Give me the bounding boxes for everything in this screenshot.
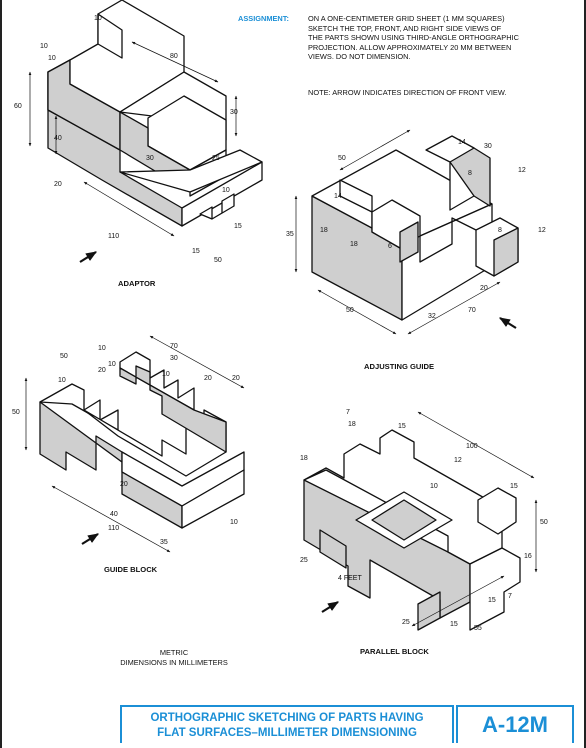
dim-label: 30 [146, 155, 154, 162]
parallel-block-right-face [469, 547, 521, 631]
dim-label: 30 [484, 143, 492, 150]
dim-label: 15 [192, 248, 200, 255]
assignment-line: SKETCH THE TOP, FRONT, AND RIGHT SIDE VI… [308, 23, 502, 33]
sheet-code-box: A-12M [456, 705, 574, 743]
dim-label: 15 [510, 483, 518, 490]
dim-label: 10 [98, 345, 106, 352]
dim-label: 40 [54, 135, 62, 142]
dim-label: 32 [428, 313, 436, 320]
dim-label: 30 [170, 355, 178, 362]
dim-label: 12 [538, 227, 546, 234]
dim-label: 50 [214, 257, 222, 264]
guide-block-caption: GUIDE BLOCK [104, 565, 158, 574]
adjusting-guide-front-arrow [499, 317, 517, 329]
dim-label: 18 [300, 455, 308, 462]
dim-label: 30 [230, 109, 238, 116]
dim-label: 70 [170, 343, 178, 350]
dim-label: 10 [162, 371, 170, 378]
dim-label: 25 [402, 619, 410, 626]
adaptor-front-arrow [79, 251, 97, 263]
dim-label: 15 [488, 597, 496, 604]
guide-block-front-arrow [81, 533, 99, 545]
guide-block-drawing [39, 351, 245, 529]
dim-label: 20 [120, 481, 128, 488]
dim-label: 50 [60, 353, 68, 360]
adjusting-guide-drawing [311, 135, 519, 321]
dim-label: 10 [58, 377, 66, 384]
title-line-2: FLAT SURFACES–MILLIMETER DIMENSIONING [157, 727, 417, 739]
front-view-arrows [79, 251, 517, 613]
assignment-body: ON A ONE-CENTIMETER GRID SHEET (1 MM SQU… [308, 14, 578, 62]
assignment-line: ON A ONE-CENTIMETER GRID SHEET (1 MM SQU… [308, 14, 505, 23]
dim-label: 18 [350, 241, 358, 248]
assignment-line: PROJECTION. ALLOW APPROXIMATELY 20 MM BE… [308, 42, 512, 52]
dimension-values: 10 10 80 10 60 40 30 30 25 20 10 15 15 5… [12, 15, 548, 632]
dim-label: 40 [110, 511, 118, 518]
dim-label: 25 [300, 557, 308, 564]
dim-label: 35 [160, 539, 168, 546]
title-block: ORTHOGRAPHIC SKETCHING OF PARTS HAVING F… [120, 705, 454, 743]
dim-label: 15 [450, 621, 458, 628]
dim-label: 10 [222, 187, 230, 194]
dim-label: 35 [286, 231, 294, 238]
dim-label: 10 [108, 361, 116, 368]
dim-label: 10 [230, 519, 238, 526]
title-line-1: ORTHOGRAPHIC SKETCHING OF PARTS HAVING [150, 712, 424, 724]
adjusting-guide-caption: ADJUSTING GUIDE [364, 362, 435, 371]
dim-label: 14 [458, 139, 466, 146]
dim-label: 50 [540, 519, 548, 526]
dim-label: 100 [466, 443, 478, 450]
dim-label: 20 [54, 181, 62, 188]
dim-label: 110 [108, 525, 119, 532]
adaptor-caption: ADAPTOR [118, 279, 156, 288]
adaptor-base-right [181, 161, 263, 227]
dim-label: 25 [212, 155, 220, 162]
dim-label: 55 [474, 625, 482, 632]
dim-label: 7 [346, 409, 350, 416]
dim-label: 18 [320, 227, 328, 234]
dim-label: 20 [98, 367, 106, 374]
dim-label: 10 [430, 483, 438, 490]
dim-label: 10 [94, 15, 102, 22]
sheet-code: A-12M [481, 712, 548, 737]
dimension-lines [24, 41, 538, 627]
dim-label: 70 [468, 307, 476, 314]
dim-label: 14 [334, 193, 342, 200]
parallel-block-front-arrow [321, 601, 339, 613]
dim-label: 8 [498, 227, 502, 234]
dim-label: 50 [338, 155, 346, 162]
adaptor-drawing [47, 0, 263, 227]
dim-label: 80 [170, 53, 178, 60]
dim-label: 20 [232, 375, 240, 382]
dim-label: 60 [14, 103, 22, 110]
units-line-2: DIMENSIONS IN MILLIMETERS [120, 657, 228, 667]
dim-label: 15 [234, 223, 242, 230]
dim-label: 10 [48, 55, 56, 62]
units-line-1: METRIC [159, 648, 189, 657]
dim-label: 10 [40, 43, 48, 50]
dim-label: 12 [518, 167, 526, 174]
dim-label: 50 [346, 307, 354, 314]
dim-label: 12 [454, 457, 462, 464]
front-view-note: NOTE: ARROW INDICATES DIRECTION OF FRONT… [308, 88, 507, 97]
dim-label: 16 [524, 553, 532, 560]
dim-label: 8 [468, 170, 472, 177]
assignment-label: ASSIGNMENT: [238, 14, 289, 23]
dim-label: 50 [12, 409, 20, 416]
assignment-line: VIEWS. DO NOT DIMENSION. [308, 52, 411, 62]
dim-label: 110 [108, 233, 119, 240]
dim-label: 20 [204, 375, 212, 382]
assignment-line: THE PARTS SHOWN USING THIRD-ANGLE ORTHOG… [308, 33, 519, 43]
dim-label: 18 [348, 421, 356, 428]
parallel-block-caption: PARALLEL BLOCK [360, 647, 429, 656]
dim-label: 4 FEET [338, 575, 362, 582]
dim-label: 7 [508, 593, 512, 600]
dim-label: 20 [480, 285, 488, 292]
assignment-text: ASSIGNMENT: ON A ONE-CENTIMETER GRID SHE… [238, 14, 578, 62]
dim-label: 15 [398, 423, 406, 430]
dim-label: 6 [388, 243, 392, 250]
units-note: METRIC DIMENSIONS IN MILLIMETERS [84, 648, 264, 667]
